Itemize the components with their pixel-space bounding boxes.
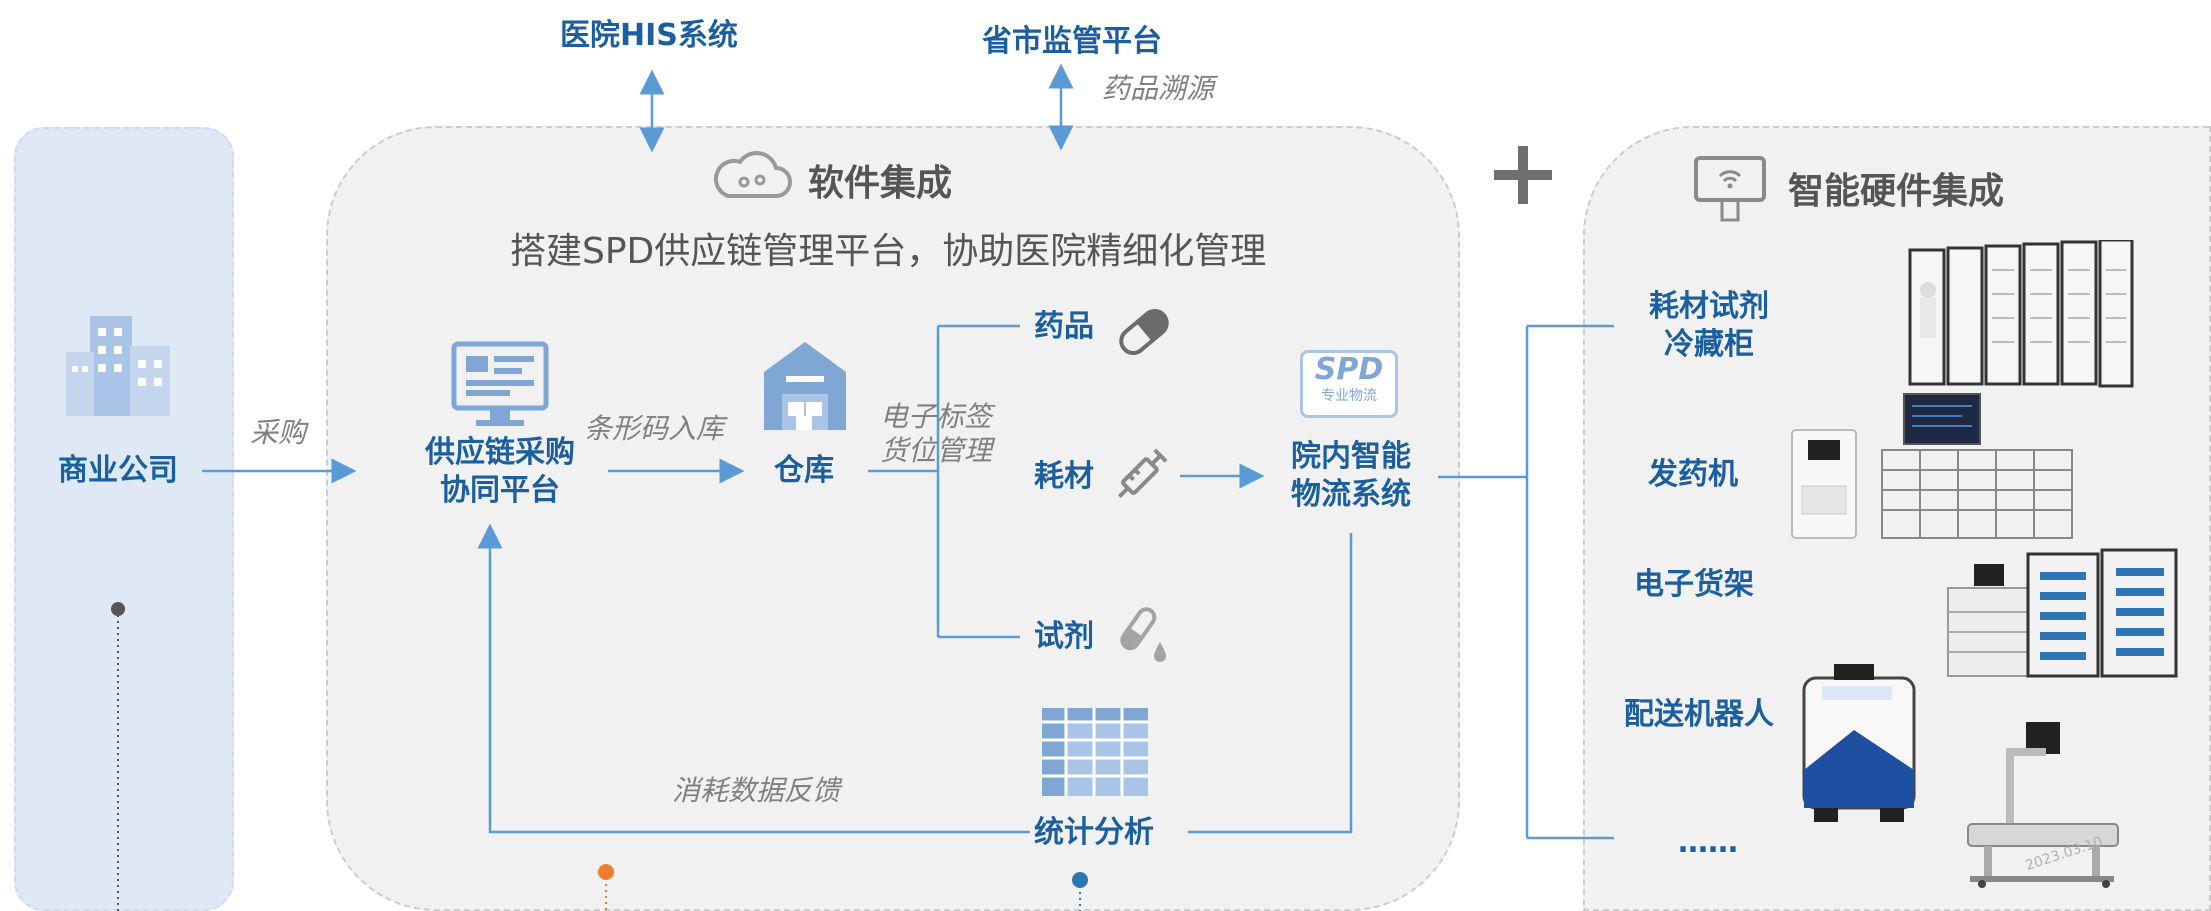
software-subtitle: 搭建SPD供应链管理平台，协助医院精细化管理 [510,231,1267,272]
monitor-icon [450,340,550,434]
building-icon [60,306,180,430]
electronic-shelf-image [1944,548,2180,684]
hardware-item-robot: 配送机器人 [1624,697,1774,732]
cloud-icon [710,146,794,206]
logistics-line1: 院内智能 [1291,439,1411,474]
software-integration-panel [326,126,1460,911]
feedback-note: 消耗数据反馈 [672,774,841,807]
label-note-line2: 货位管理 [880,434,993,467]
spreadsheet-icon [1040,706,1150,802]
delivery-robot-image [1794,660,1924,834]
trace-note: 药品溯源 [1102,72,1215,105]
barcode-note: 条形码入库 [584,412,725,445]
pill-icon [1112,300,1176,368]
commercial-company-label: 商业公司 [58,453,178,488]
hardware-item-line1: 耗材试剂 [1649,289,1769,324]
timeline-markers [111,602,1088,911]
mobile-cart-image: 2023.03.10 [1960,718,2130,892]
regulator-platform-label: 省市监管平台 [982,24,1162,59]
feedback-arrow [477,523,1030,834]
supply-platform-label: 供应链采购 协同平台 [410,434,590,510]
syringe-icon [1106,438,1178,514]
reagent-label: 试剂 [1034,619,1094,654]
stats-analysis-label: 统计分析 [1034,815,1154,850]
tablet-wifi-icon [1692,154,1768,228]
logistics-system-label: 院内智能 物流系统 [1276,438,1426,514]
supply-platform-line2: 协同平台 [440,473,560,508]
label-note: 电子标签 货位管理 [880,400,992,468]
logistics-line2: 物流系统 [1291,477,1411,512]
drug-label: 药品 [1034,309,1094,344]
consumable-label: 耗材 [1034,459,1094,494]
spd-badge: SPD 专业物流 [1300,350,1398,418]
test-tube-icon [1108,600,1172,670]
fridge-cabinet-image [1906,238,2136,394]
warehouse-icon [760,338,850,438]
logistics-to-stats-line [1188,533,1353,834]
hardware-integration-title: 智能硬件集成 [1788,171,2005,212]
spd-badge-subtitle: 专业物流 [1321,388,1377,404]
spd-badge-title: SPD [1314,352,1384,387]
warehouse-label: 仓库 [774,453,834,488]
commercial-panel [14,127,234,911]
hardware-item-more: …… [1678,825,1738,860]
hardware-item-line2: 冷藏柜 [1664,327,1754,362]
purchase-note: 采购 [250,416,307,449]
supply-platform-line1: 供应链采购 [425,435,575,470]
hardware-item-dispenser: 发药机 [1648,457,1738,492]
hardware-item-fridge: 耗材试剂 冷藏柜 [1634,288,1784,364]
label-note-line1: 电子标签 [880,400,993,433]
dispenser-image [1786,390,2076,546]
software-integration-title: 软件集成 [808,163,953,204]
hardware-item-shelf: 电子货架 [1634,567,1754,602]
plus-icon [1494,146,1552,204]
his-system-label: 医院HIS系统 [560,18,738,53]
